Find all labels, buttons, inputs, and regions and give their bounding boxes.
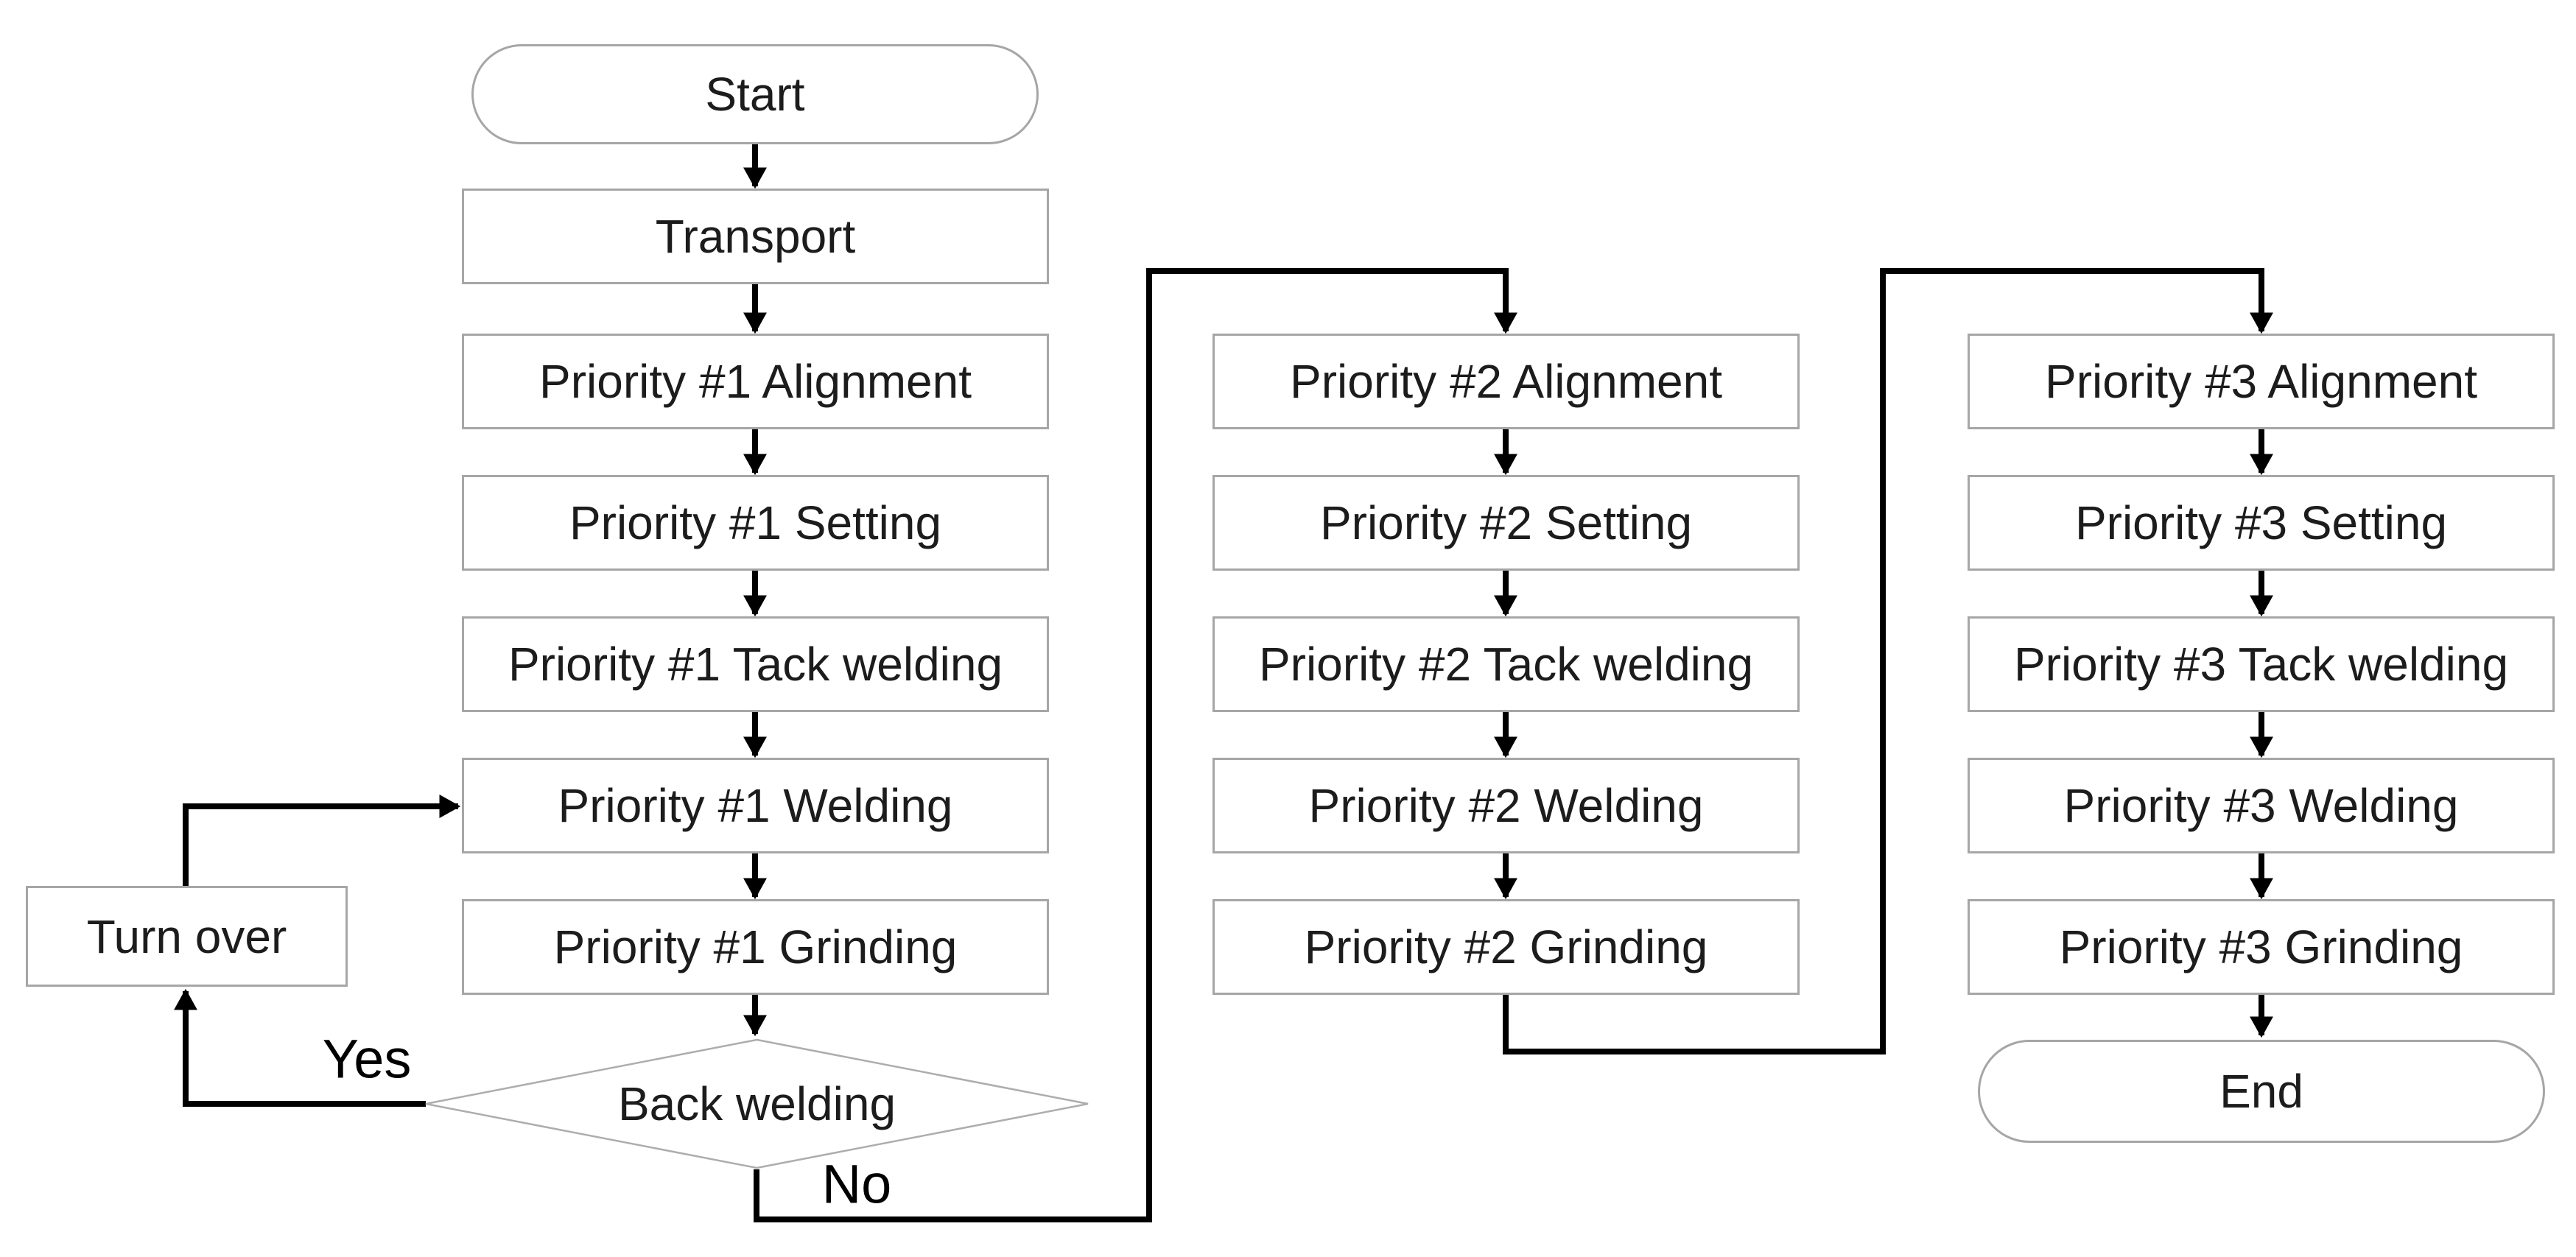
node-p1-grinding-label: Priority #1 Grinding — [553, 920, 958, 973]
diamond-shape — [425, 1038, 1089, 1169]
node-p2-alignment-label: Priority #2 Alignment — [1290, 355, 1722, 408]
edge-backwelding-no-p2alignment — [754, 268, 1517, 1222]
edge-label-yes: Yes — [322, 1028, 412, 1090]
node-p2-tack-welding-label: Priority #2 Tack welding — [1258, 638, 1754, 691]
node-p2-welding-label: Priority #2 Welding — [1308, 779, 1704, 832]
node-p3-welding: Priority #3 Welding — [1968, 758, 2555, 853]
node-p2-setting: Priority #2 Setting — [1212, 475, 1800, 571]
node-p1-welding-label: Priority #1 Welding — [558, 779, 953, 832]
node-p2-grinding: Priority #2 Grinding — [1212, 899, 1800, 995]
node-p2-welding: Priority #2 Welding — [1212, 758, 1800, 853]
edge-backwelding-yes-turnover — [174, 988, 426, 1107]
node-p1-grinding: Priority #1 Grinding — [462, 899, 1049, 995]
node-p3-grinding: Priority #3 Grinding — [1968, 899, 2555, 995]
node-turn-over: Turn over — [26, 886, 348, 987]
node-p3-tack-welding: Priority #3 Tack welding — [1968, 616, 2555, 712]
node-p1-tack-welding-label: Priority #1 Tack welding — [508, 638, 1003, 691]
node-back-welding-decision: Back welding — [424, 1038, 1090, 1169]
node-p3-setting: Priority #3 Setting — [1968, 475, 2555, 571]
node-start: Start — [471, 44, 1039, 144]
node-p1-setting: Priority #1 Setting — [462, 475, 1049, 571]
node-p2-grinding-label: Priority #2 Grinding — [1304, 920, 1708, 973]
node-transport: Transport — [462, 189, 1049, 284]
node-transport-label: Transport — [655, 210, 856, 263]
node-p2-alignment: Priority #2 Alignment — [1212, 334, 1800, 429]
node-p3-setting-label: Priority #3 Setting — [2074, 496, 2448, 549]
node-p3-grinding-label: Priority #3 Grinding — [2059, 920, 2463, 973]
node-p1-welding: Priority #1 Welding — [462, 758, 1049, 853]
node-end: End — [1978, 1040, 2545, 1143]
node-p1-alignment-label: Priority #1 Alignment — [539, 355, 972, 408]
edge-label-no: No — [821, 1153, 892, 1215]
node-p3-alignment: Priority #3 Alignment — [1968, 334, 2555, 429]
node-p1-setting-label: Priority #1 Setting — [569, 496, 942, 549]
node-p2-tack-welding: Priority #2 Tack welding — [1212, 616, 1800, 712]
node-p3-tack-welding-label: Priority #3 Tack welding — [2013, 638, 2509, 691]
node-p1-alignment: Priority #1 Alignment — [462, 334, 1049, 429]
node-p1-tack-welding: Priority #1 Tack welding — [462, 616, 1049, 712]
edge-turnover-p1welding — [183, 795, 461, 886]
node-turn-over-label: Turn over — [86, 909, 287, 963]
node-end-label: End — [2219, 1065, 2303, 1118]
node-start-label: Start — [705, 68, 805, 121]
edge-p2grinding-p3alignment — [1503, 268, 2273, 1054]
node-p2-setting-label: Priority #2 Setting — [1319, 496, 1693, 549]
node-back-welding-label: Back welding — [617, 1077, 896, 1130]
node-p3-welding-label: Priority #3 Welding — [2063, 779, 2459, 832]
node-p3-alignment-label: Priority #3 Alignment — [2045, 355, 2477, 408]
